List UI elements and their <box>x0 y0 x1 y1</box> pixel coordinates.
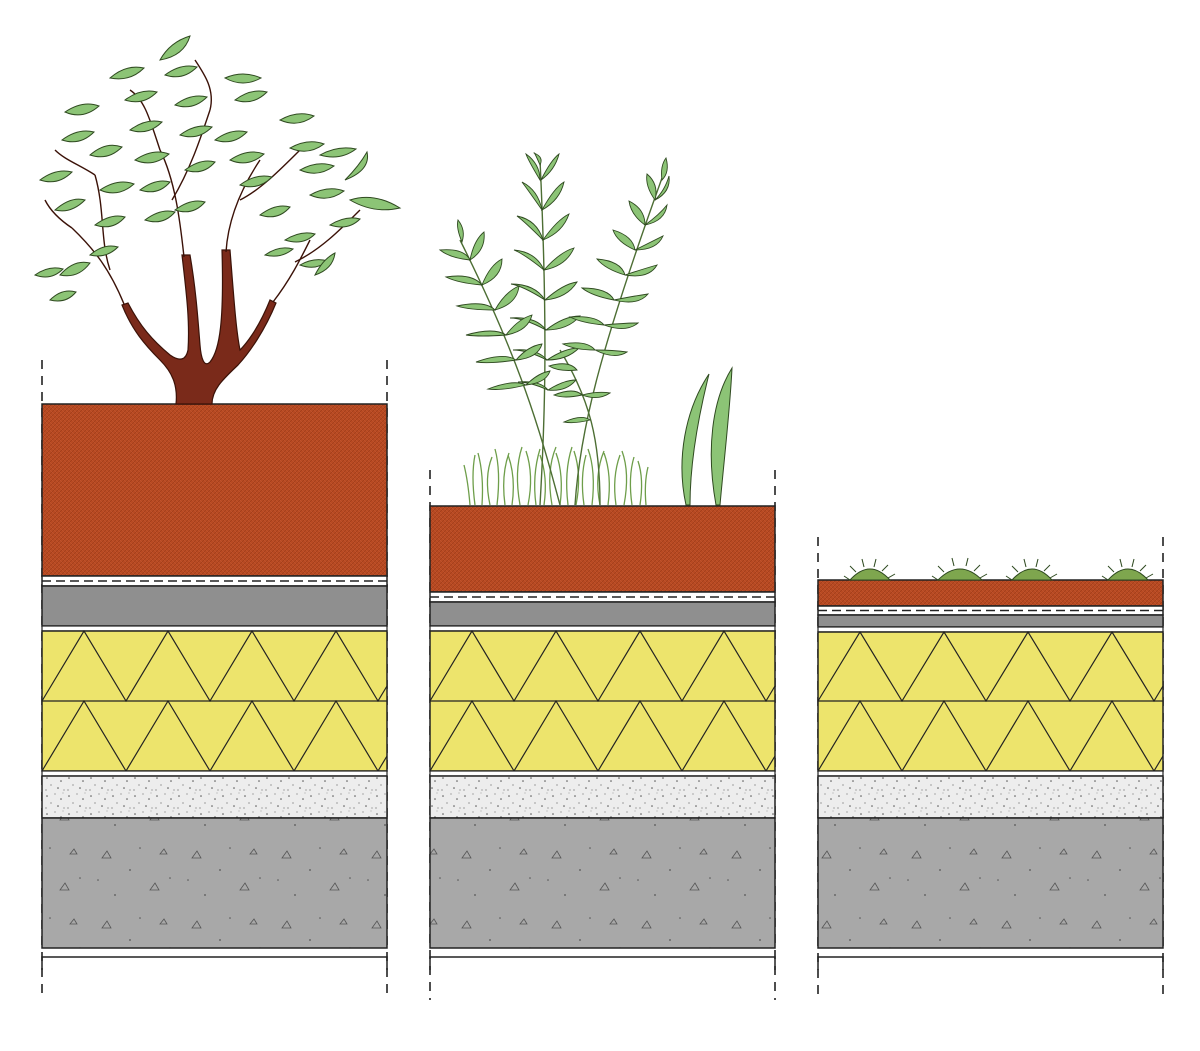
tree-leaves <box>33 35 402 302</box>
section-2-filter-fleece <box>429 591 776 603</box>
tree-branches <box>44 59 361 305</box>
section-2-screed <box>429 775 776 819</box>
section-2-substrate <box>429 505 776 593</box>
tree-trunk <box>121 249 277 405</box>
section-3-screed <box>817 775 1164 819</box>
sedum-clump <box>931 557 988 581</box>
section-2-slab-edge <box>429 956 776 970</box>
section-1-substrate <box>41 403 388 577</box>
section-3-concrete-slab <box>817 817 1164 949</box>
section-3-insulation <box>817 630 1164 773</box>
section-intensive <box>33 35 402 1000</box>
section-1-filter-fleece <box>41 575 388 587</box>
section-3-substrate <box>817 579 1164 607</box>
section-3-drainage <box>817 614 1164 628</box>
section-semi-intensive <box>429 152 776 1000</box>
sedum-plants <box>843 557 1154 581</box>
tree-plant <box>33 35 402 405</box>
section-3-filter-fleece <box>817 605 1164 616</box>
section-1-insulation <box>41 629 388 773</box>
section-2-concrete-slab <box>429 817 776 949</box>
fern-leaflets <box>438 152 670 424</box>
section-3-slab-edge <box>817 956 1164 970</box>
sedum-clump <box>1005 558 1058 581</box>
section-extensive <box>817 537 1164 1000</box>
section-1-slab-edge <box>41 956 388 970</box>
section-1-screed <box>41 775 388 819</box>
sword-leaves <box>681 366 733 506</box>
section-2-insulation <box>429 629 776 773</box>
sedum-clump <box>1101 558 1154 581</box>
section-1-drainage <box>41 585 388 627</box>
grass-tuft <box>463 446 649 506</box>
section-2-drainage <box>429 601 776 627</box>
sedum-clump <box>843 558 896 581</box>
section-1-concrete-slab <box>41 817 388 949</box>
